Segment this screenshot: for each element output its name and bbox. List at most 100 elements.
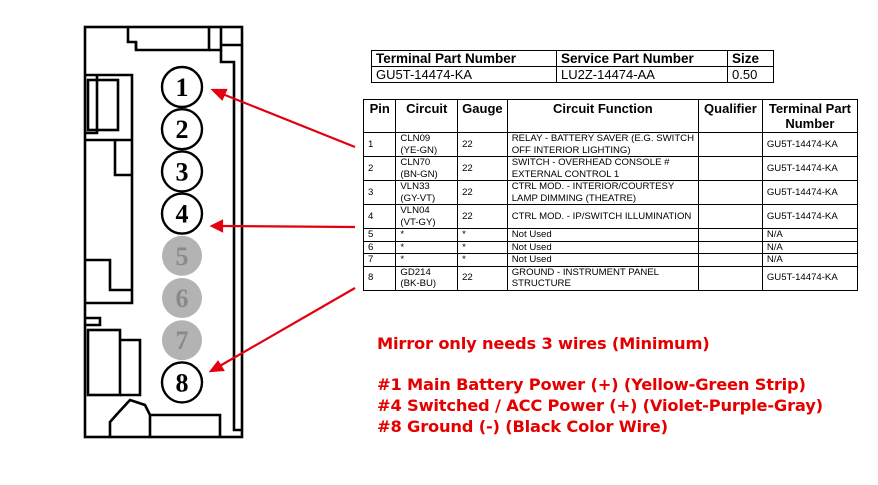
pin-3-circle bbox=[160, 150, 204, 193]
cell-qualifier bbox=[698, 204, 763, 229]
cell-function: Not Used bbox=[506, 253, 700, 267]
cell-circuit: * bbox=[395, 228, 459, 242]
header-circuit: Circuit bbox=[395, 99, 459, 133]
cell-function: Not Used bbox=[506, 240, 700, 254]
cell-qualifier bbox=[698, 253, 763, 267]
cell-qualifier bbox=[698, 265, 763, 291]
note-pin-4: #4 Switched / ACC Power (+) (Violet-Purp… bbox=[377, 396, 823, 415]
circuit-table-header: Pin Circuit Gauge Circuit Function Quali… bbox=[362, 99, 859, 133]
cell-gauge: 22 bbox=[457, 156, 508, 181]
arrow-pin-8 bbox=[217, 287, 356, 368]
cell-gauge: 22 bbox=[457, 132, 508, 157]
pin-8-circle bbox=[160, 361, 204, 404]
cell-pin: 1 bbox=[362, 132, 397, 157]
note-pin-8: #8 Ground (-) (Black Color Wire) bbox=[377, 417, 668, 436]
cell-pin: 4 bbox=[362, 204, 397, 229]
cell-circuit: CLN70(BN-GN) bbox=[395, 156, 459, 181]
cell-function: RELAY - BATTERY SAVER (E.G. SWITCH OFF I… bbox=[506, 132, 700, 157]
cell-pin: 8 bbox=[362, 265, 397, 291]
left-tab-lower bbox=[86, 328, 122, 397]
header-circuit-function: Circuit Function bbox=[506, 99, 700, 133]
cell-pin: 7 bbox=[362, 253, 397, 267]
cell-pin: 5 bbox=[362, 228, 397, 242]
circuit-code: VLN33 bbox=[400, 181, 430, 192]
cell-pin: 2 bbox=[362, 156, 397, 181]
cell-terminal: GU5T-14474-KA bbox=[761, 132, 859, 157]
cell-terminal: GU5T-14474-KA bbox=[761, 156, 859, 181]
cell-gauge: * bbox=[457, 228, 508, 242]
terminal-table-row: GU5T-14474-KA LU2Z-14474-AA 0.50 bbox=[371, 66, 774, 83]
circuit-table: Pin Circuit Gauge Circuit Function Quali… bbox=[362, 99, 859, 291]
circuit-wire-color: (GY-VT) bbox=[400, 192, 436, 204]
cell-qualifier bbox=[698, 240, 763, 254]
right-wall bbox=[219, 50, 242, 432]
pin-2-label: 2 bbox=[176, 115, 189, 144]
cell-gauge: 22 bbox=[457, 204, 508, 229]
terminal-table-header: Terminal Part Number Service Part Number… bbox=[371, 50, 774, 67]
cell-gauge: * bbox=[457, 253, 508, 267]
cell-qualifier bbox=[698, 180, 763, 205]
cell-circuit: VLN04(VT-GY) bbox=[395, 204, 459, 229]
cell-qualifier bbox=[698, 228, 763, 242]
circuit-wire-color: (BN-GN) bbox=[400, 168, 438, 180]
pin-8-label: 8 bbox=[176, 368, 189, 397]
size-value: 0.50 bbox=[727, 66, 774, 83]
top-latch bbox=[126, 27, 211, 52]
cell-terminal: GU5T-14474-KA bbox=[761, 180, 859, 205]
left-wall bbox=[85, 73, 134, 305]
pin-1-label: 1 bbox=[176, 73, 189, 102]
arrow-pin-1 bbox=[219, 91, 356, 149]
header-service-part-number: Service Part Number bbox=[556, 50, 728, 67]
circuit-code: CLN09 bbox=[400, 133, 431, 144]
cell-qualifier bbox=[698, 156, 763, 181]
cell-qualifier bbox=[698, 132, 763, 157]
pin-4-circle bbox=[160, 192, 204, 235]
arrow-pin-4 bbox=[219, 224, 356, 229]
service-part-number: LU2Z-14474-AA bbox=[556, 66, 728, 83]
header-terminal-part-number: Terminal Part Number bbox=[761, 99, 859, 133]
pin-2-circle bbox=[160, 107, 204, 151]
cell-gauge: 22 bbox=[457, 265, 508, 291]
cell-gauge: 22 bbox=[457, 180, 508, 205]
circuit-code: * bbox=[400, 254, 405, 265]
cell-function: GROUND - INSTRUMENT PANEL STRUCTURE bbox=[506, 265, 700, 291]
cell-circuit: CLN09(YE-GN) bbox=[395, 132, 459, 157]
pin-6-circle bbox=[162, 278, 202, 318]
cell-function: SWITCH - OVERHEAD CONSOLE # EXTERNAL CON… bbox=[506, 156, 700, 181]
circuit-code: * bbox=[400, 229, 405, 240]
cell-function: Not Used bbox=[506, 228, 700, 242]
header-size: Size bbox=[727, 50, 774, 67]
bottom-latch bbox=[117, 398, 222, 437]
cell-pin: 6 bbox=[362, 240, 397, 254]
terminal-part-table: Terminal Part Number Service Part Number… bbox=[371, 50, 774, 83]
circuit-wire-color: (BK-BU) bbox=[400, 278, 437, 289]
pin-7-label: 7 bbox=[176, 326, 189, 355]
pin-3-label: 3 bbox=[176, 157, 189, 186]
note-headline: Mirror only needs 3 wires (Minimum) bbox=[377, 334, 710, 353]
cell-function: CTRL MOD. - IP/SWITCH ILLUMINATION bbox=[506, 204, 700, 229]
pin-6-label: 6 bbox=[176, 284, 189, 313]
cell-terminal: N/A bbox=[761, 240, 859, 254]
header-gauge: Gauge bbox=[457, 99, 508, 133]
circuit-code: VLN04 bbox=[400, 205, 430, 216]
left-tab-upper bbox=[86, 78, 120, 132]
circuit-wire-color: (VT-GY) bbox=[400, 216, 436, 228]
cell-circuit: * bbox=[395, 253, 459, 267]
circuit-wire-color: (YE-GN) bbox=[400, 144, 438, 156]
pin-5-circle bbox=[162, 235, 202, 276]
cell-terminal: N/A bbox=[761, 253, 859, 267]
cell-circuit: GD214(BK-BU) bbox=[395, 265, 459, 291]
circuit-code: GD214 bbox=[400, 266, 431, 278]
pin-4-label: 4 bbox=[176, 200, 189, 229]
header-qualifier: Qualifier bbox=[698, 99, 763, 133]
cell-terminal: GU5T-14474-KA bbox=[761, 265, 859, 291]
header-terminal-part-number: Terminal Part Number bbox=[371, 50, 557, 67]
